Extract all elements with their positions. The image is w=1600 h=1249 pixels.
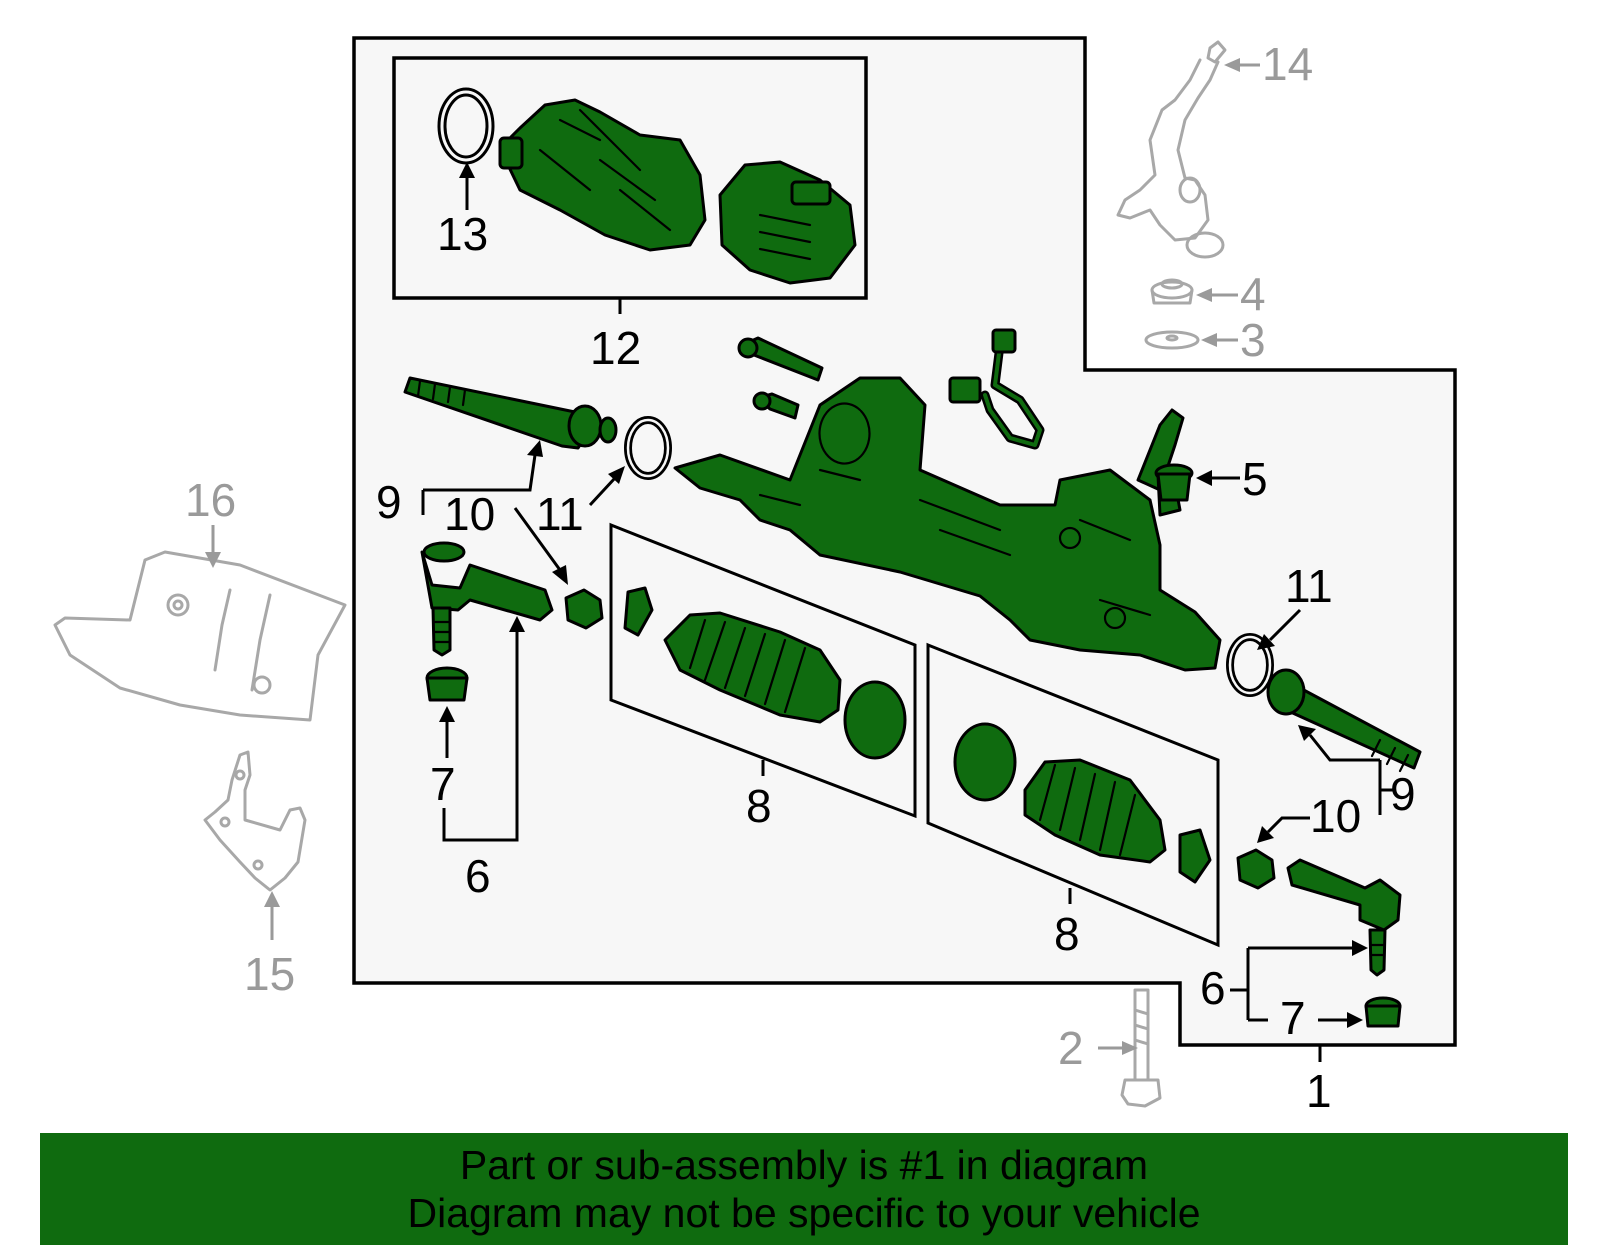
boot-kit-left-part bbox=[623, 586, 907, 760]
tie-rod-nut-left-part bbox=[425, 666, 469, 702]
gear-wiring-harness-part bbox=[948, 328, 1045, 450]
callout-7-left: 7 bbox=[430, 758, 456, 810]
callout-6-left: 6 bbox=[465, 850, 491, 902]
inner-tie-rod-left-part bbox=[403, 376, 618, 450]
callout-14: 14 bbox=[1262, 38, 1313, 90]
callout-3: 3 bbox=[1240, 314, 1266, 366]
callout-15: 15 bbox=[244, 948, 295, 1000]
jam-nut-left-part bbox=[564, 588, 604, 630]
callout-4: 4 bbox=[1240, 268, 1266, 320]
callout-11-right: 11 bbox=[1285, 560, 1333, 612]
callout-8-right: 8 bbox=[1054, 908, 1080, 960]
leader-lines-grey bbox=[205, 58, 1260, 1055]
gear-plug-part bbox=[1154, 463, 1194, 502]
callout-5: 5 bbox=[1242, 453, 1268, 505]
callout-1: 1 bbox=[1306, 1065, 1332, 1117]
callout-9-right: 9 bbox=[1390, 768, 1416, 820]
power-steering-motor-part bbox=[498, 98, 857, 285]
seal-ring-right-part bbox=[1226, 633, 1274, 697]
leader-lines bbox=[421, 162, 1395, 1062]
jam-nut-right-part bbox=[1236, 848, 1276, 890]
callout-16: 16 bbox=[185, 474, 236, 526]
disclaimer-banner: Part or sub-assembly is #1 in diagram Di… bbox=[40, 1133, 1568, 1245]
heat-shield-16-part bbox=[53, 550, 347, 722]
callout-7-right: 7 bbox=[1280, 992, 1306, 1044]
outer-tie-rod-end-left-part bbox=[420, 541, 554, 657]
washer-3-part bbox=[1144, 330, 1200, 350]
tie-rod-nut-right-part bbox=[1364, 996, 1402, 1028]
callout-13: 13 bbox=[437, 208, 488, 260]
callout-10-left: 10 bbox=[444, 488, 495, 540]
boot-kit-right-part bbox=[953, 722, 1212, 884]
seal-ring-left-part bbox=[624, 416, 672, 480]
inner-tie-rod-right-part bbox=[1266, 668, 1422, 773]
outer-tie-rod-end-right-part bbox=[1286, 858, 1402, 977]
callout-9-left: 9 bbox=[376, 476, 402, 528]
callout-6-right: 6 bbox=[1200, 962, 1226, 1014]
callout-8-left: 8 bbox=[746, 780, 772, 832]
nut-4-part bbox=[1150, 278, 1194, 305]
mounting-bracket-14-part bbox=[1116, 40, 1227, 259]
callout-12: 12 bbox=[590, 322, 641, 374]
callout-11-left: 11 bbox=[536, 488, 584, 540]
banner-line-assembly-note: Part or sub-assembly is #1 in diagram bbox=[459, 1142, 1149, 1188]
callout-2: 2 bbox=[1058, 1022, 1084, 1074]
bracket-15-part bbox=[203, 750, 307, 892]
gear-mounting-bolts-part bbox=[737, 336, 824, 420]
bolt-2-part bbox=[1120, 988, 1162, 1108]
callout-10-right: 10 bbox=[1310, 790, 1361, 842]
motor-seal-ring-part bbox=[437, 87, 495, 165]
banner-line-vehicle-disclaimer: Diagram may not be specific to your vehi… bbox=[407, 1190, 1201, 1236]
